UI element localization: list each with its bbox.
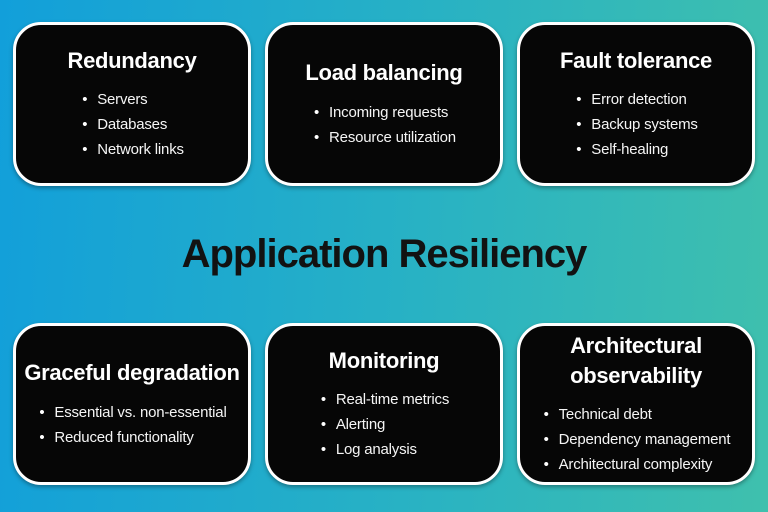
card-title: Redundancy — [67, 47, 197, 73]
card-item: Log analysis — [319, 437, 449, 462]
card-item: Architectural complexity — [542, 452, 731, 477]
card-title: Monitoring — [328, 347, 440, 373]
card-redundancy: Redundancy Servers Databases Network lin… — [13, 22, 251, 186]
card-architectural-observability: Architectural observability Technical de… — [517, 323, 755, 485]
card-title: Fault tolerance — [560, 47, 712, 73]
card-list: Essential vs. non-essential Reduced func… — [37, 400, 226, 450]
bottom-row: Graceful degradation Essential vs. non-e… — [0, 323, 768, 485]
card-title: Architectural observability — [570, 333, 702, 388]
card-item: Incoming requests — [312, 100, 456, 125]
card-item: Essential vs. non-essential — [37, 400, 226, 425]
card-monitoring: Monitoring Real-time metrics Alerting Lo… — [265, 323, 503, 485]
top-row: Redundancy Servers Databases Network lin… — [0, 22, 768, 186]
card-title: Load balancing — [305, 60, 463, 86]
card-list: Technical debt Dependency management Arc… — [542, 402, 731, 477]
card-item: Dependency management — [542, 427, 731, 452]
card-list: Real-time metrics Alerting Log analysis — [319, 387, 449, 462]
card-title: Graceful degradation — [24, 360, 240, 386]
card-item: Technical debt — [542, 402, 731, 427]
card-item: Backup systems — [574, 112, 698, 137]
card-item: Error detection — [574, 87, 697, 112]
card-item: Servers — [80, 87, 184, 112]
card-list: Servers Databases Network links — [80, 87, 184, 162]
card-item: Databases — [80, 112, 184, 137]
card-item: Network links — [80, 137, 184, 162]
card-graceful-degradation: Graceful degradation Essential vs. non-e… — [13, 323, 251, 485]
card-item: Self-healing — [574, 137, 697, 162]
page-title: Application Resiliency — [181, 232, 588, 276]
card-item: Real-time metrics — [319, 387, 449, 412]
card-list: Error detection Backup systems Self-heal… — [574, 87, 698, 162]
card-item: Reduced functionality — [37, 425, 226, 450]
card-fault-tolerance: Fault tolerance Error detection Backup s… — [517, 22, 755, 186]
title-band: Application Resiliency — [0, 186, 768, 323]
card-item: Resource utilization — [312, 125, 456, 150]
card-item: Alerting — [319, 412, 449, 437]
card-load-balancing: Load balancing Incoming requests Resourc… — [265, 22, 503, 186]
card-list: Incoming requests Resource utilization — [312, 100, 456, 150]
